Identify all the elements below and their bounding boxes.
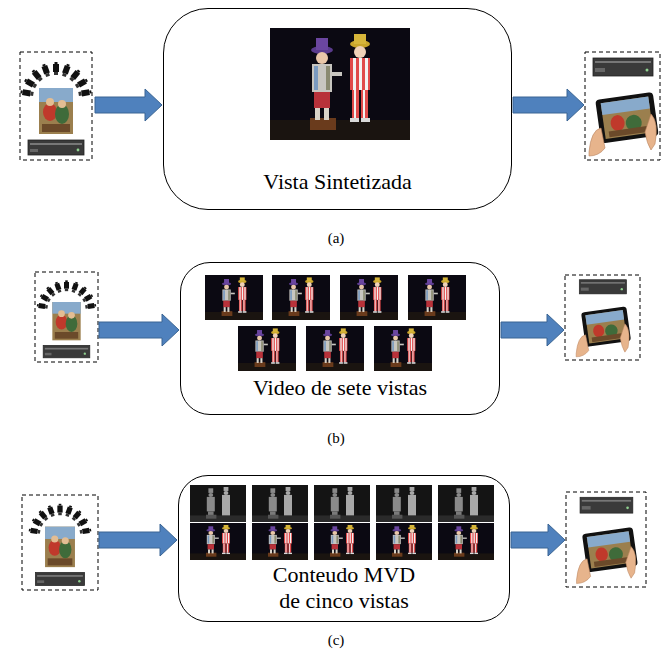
mvd-depth-images [190,485,494,522]
mvd-texture-images [190,523,494,560]
tablet-display-icon [577,497,638,583]
rounded-box: Conteudo MVD de cinco vistas [178,475,510,622]
rounded-box: Video de sete vistas [180,262,500,415]
tablet-display-icon [589,58,659,156]
camera-array-icon [28,504,91,586]
display-group [566,492,646,587]
box-caption: Video de sete vistas [190,375,490,401]
synthesized-view-image [270,28,410,140]
box-caption: Vista Sintetizada [178,169,498,195]
display-group [585,52,660,160]
subfigure-label: (c) [276,631,396,649]
subfigure-label: (a) [276,229,396,247]
camera-array-icon [20,62,92,155]
flow-arrow [99,314,179,346]
box-caption: Conteudo MVD de cinco vistas [267,562,422,614]
camera-array-icon [37,280,97,358]
source-group [35,272,98,362]
flow-arrow [95,89,162,121]
source-group [20,52,92,160]
tablet-display-icon [576,280,631,357]
source-group [22,495,98,590]
flow-arrow [513,89,584,121]
display-group [565,275,640,360]
flow-arrow [99,524,177,556]
rounded-box: Vista Sintetizada [163,8,512,210]
flow-arrow [501,314,564,346]
seven-view-images [205,275,466,371]
subfigure-label: (b) [276,429,396,447]
flow-arrow [511,524,565,556]
